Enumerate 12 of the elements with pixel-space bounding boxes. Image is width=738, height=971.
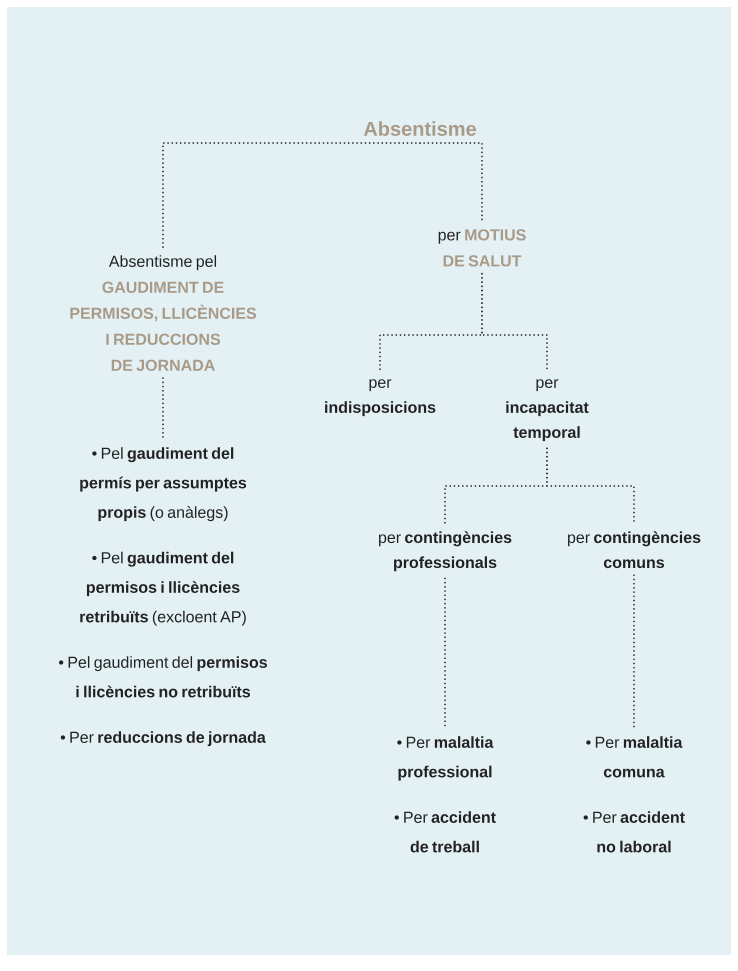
heading-text: Absentisme [364,121,476,136]
bullet-list: • Per malaltia comuna • Per accident no laboral [584,736,685,852]
category-text: per indisposicions [325,379,436,416]
category-text: per contingències professionals [379,531,512,572]
category-text: per contingències comuns [568,531,700,568]
connector [419,142,483,223]
category-text: Absentisme pel GAUDIMENT DE PERMISOS, LLICÈNCIES I REDUCCIONS DE JORNADA [70,255,256,371]
category-text: per MOTIUS DE SALUT [438,229,526,267]
bullet-list: • Pel gaudiment del permís per assumptes propis (o anàlegs) • Pel gaudiment del permisos i llicències retribuïts (excloent AP) • Pel gaudiment del permisos i llicències no retribuïts • Per reduccions de jornada [59,447,267,746]
category-text: per incapacitat temporal [506,379,589,442]
bullet-list: • Per malaltia professional • Per accident de treball [394,736,496,852]
connector [633,574,635,730]
